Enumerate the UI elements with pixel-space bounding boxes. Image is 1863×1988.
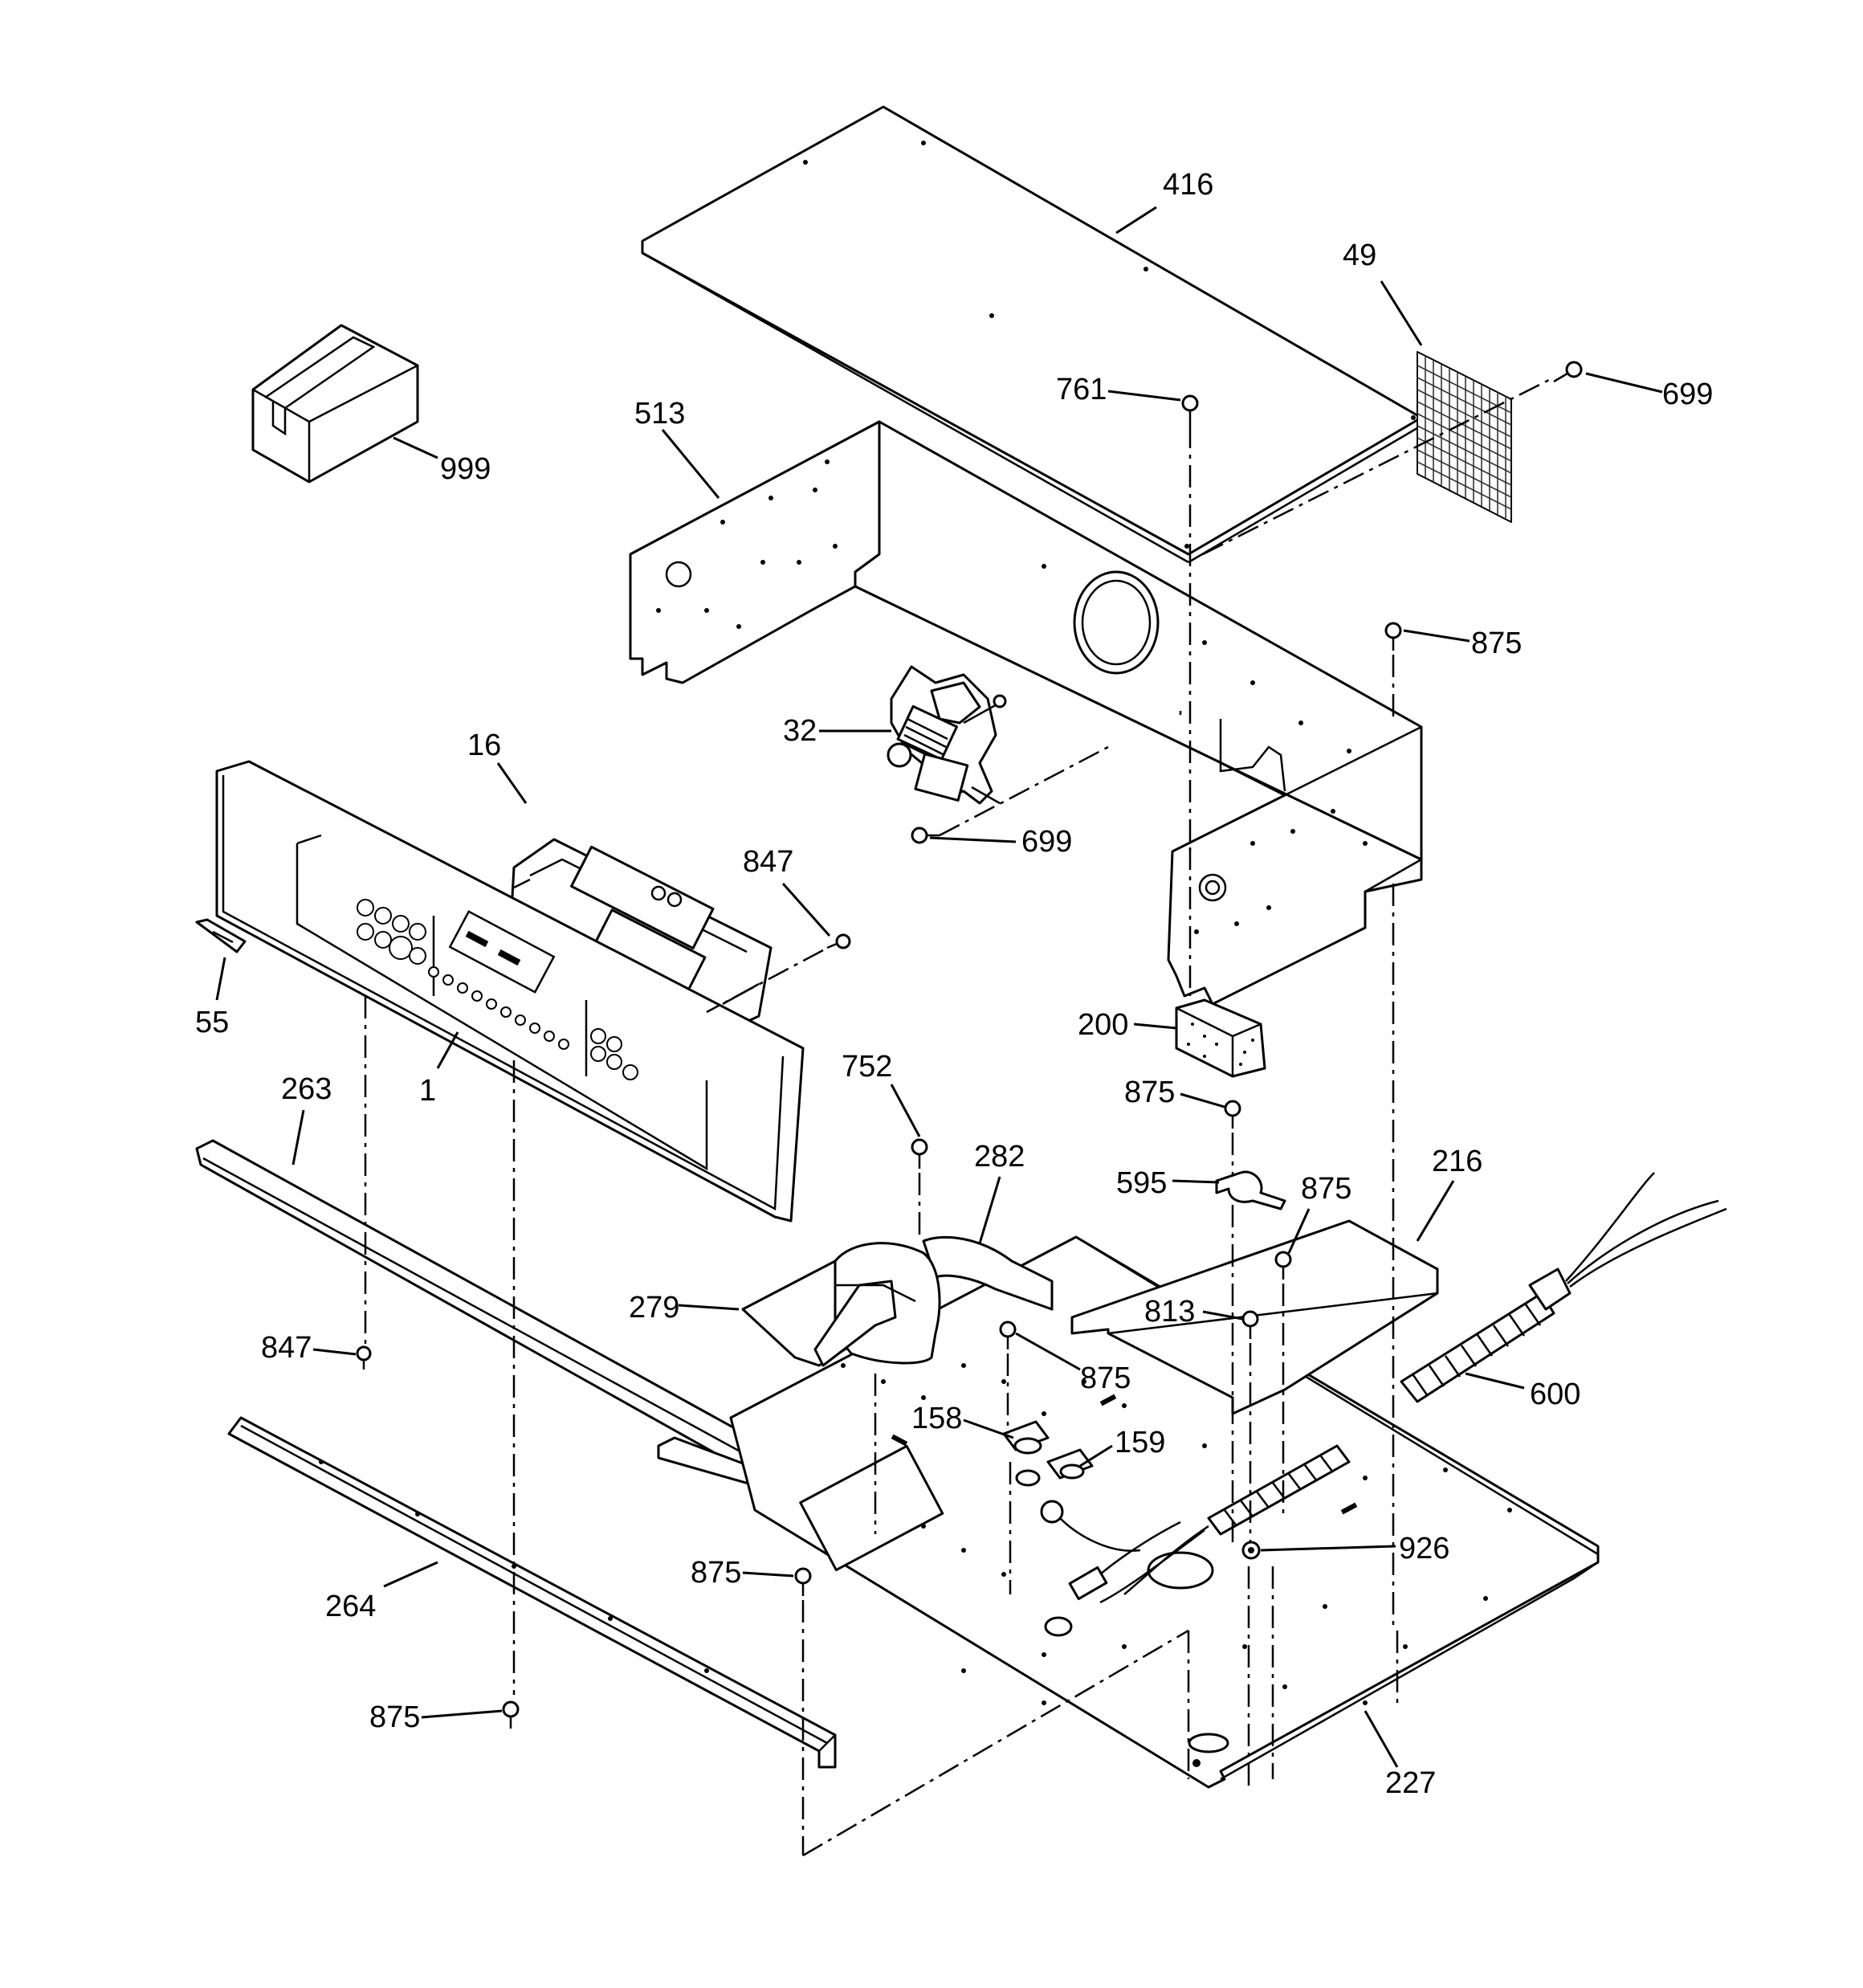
callout-875-shield: 875 (1301, 1172, 1351, 1206)
screw-875-thermostat (999, 1321, 1017, 1349)
callout-595: 595 (1116, 1166, 1167, 1200)
alignment-lines (364, 376, 1555, 1857)
callout-1: 1 (419, 1074, 436, 1108)
callout-875-base: 875 (691, 1556, 741, 1590)
callout-699-top: 699 (1662, 378, 1713, 411)
part-264-bracket (227, 1416, 837, 1769)
callout-699-motor: 699 (1021, 825, 1072, 859)
screw-875-shield (1274, 1251, 1292, 1280)
screw-875-top-right (1384, 622, 1402, 651)
part-282-duct (922, 1235, 1054, 1311)
callout-875-clamp: 875 (1124, 1076, 1175, 1109)
callout-227: 227 (1385, 1766, 1436, 1800)
part-513-housing-wrap (629, 420, 1423, 1006)
callout-200: 200 (1078, 1008, 1128, 1042)
part-55-badge (195, 918, 247, 953)
part-49-mesh-screen (1417, 351, 1512, 523)
callout-761: 761 (1056, 373, 1107, 406)
callout-875-top-right: 875 (1471, 627, 1522, 660)
callout-263: 263 (281, 1072, 332, 1106)
callout-32: 32 (783, 714, 817, 748)
screw-875-clamp (1224, 1100, 1241, 1129)
part-600-conduit (1099, 1172, 1727, 1604)
callout-264: 264 (325, 1590, 376, 1623)
callout-216: 216 (1432, 1145, 1482, 1178)
leader-lines (215, 206, 1663, 1768)
screw-847-board (826, 933, 851, 949)
callout-labels: 416 49 699 761 513 999 875 32 16 699 847… (195, 168, 1713, 1800)
screw-699-motor (911, 827, 940, 844)
callout-875-thermostat: 875 (1080, 1361, 1131, 1395)
part-279-blower (741, 1242, 941, 1367)
callout-416: 416 (1163, 168, 1213, 202)
callout-999: 999 (440, 452, 491, 486)
screw-847-trim (356, 1345, 372, 1370)
callout-279: 279 (629, 1291, 679, 1325)
callout-158: 158 (911, 1402, 962, 1435)
part-999-carton (251, 324, 419, 484)
callout-282: 282 (974, 1140, 1025, 1174)
callout-847-trim: 847 (261, 1331, 312, 1365)
wire-harness (1040, 1500, 1181, 1601)
screw-699-top (1553, 361, 1583, 383)
callout-752: 752 (842, 1050, 892, 1084)
callout-813: 813 (1144, 1295, 1195, 1329)
part-416-top-cover (641, 105, 1423, 564)
screw-752 (911, 1138, 928, 1169)
part-159-thermostat (1046, 1448, 1094, 1480)
part-1-control-panel (215, 760, 805, 1223)
callout-49: 49 (1343, 239, 1376, 272)
screw-875-bottom (502, 1700, 520, 1729)
callout-513: 513 (634, 397, 685, 431)
part-926-grommet (1241, 1541, 1261, 1560)
part-227-base-plate (729, 1235, 1600, 1789)
part-32-motor (887, 665, 1007, 805)
callout-875-bottom: 875 (369, 1700, 420, 1734)
screw-875-base (794, 1567, 812, 1596)
part-200-insulation (1175, 998, 1266, 1078)
callout-55: 55 (195, 1006, 229, 1039)
callout-847-board: 847 (743, 845, 793, 879)
part-158-thermostat (1002, 1420, 1050, 1455)
part-595-clamp (1215, 1170, 1286, 1210)
screw-761 (1181, 394, 1199, 426)
callout-159: 159 (1115, 1426, 1165, 1459)
callout-600: 600 (1530, 1378, 1580, 1411)
callout-16: 16 (467, 729, 501, 762)
callout-926: 926 (1399, 1532, 1449, 1565)
screw-813 (1241, 1310, 1259, 1339)
